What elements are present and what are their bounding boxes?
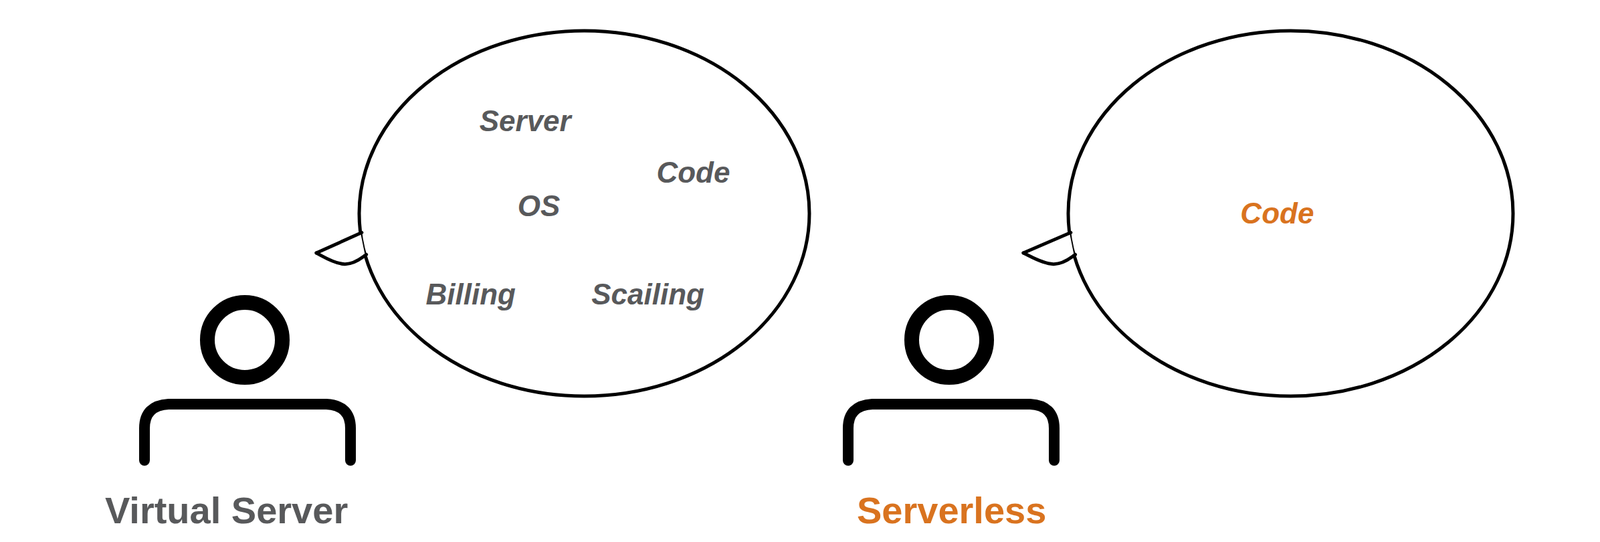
bubble-word: Server xyxy=(479,105,572,138)
person-figure xyxy=(144,302,351,461)
speech-bubble: Code xyxy=(1066,28,1516,398)
bubble-word: Code xyxy=(656,156,730,189)
bubble-tail-fill xyxy=(316,232,366,255)
caption-label: Virtual Server xyxy=(105,489,348,532)
bubble-outline xyxy=(357,28,812,398)
bubble-tail xyxy=(316,252,367,265)
bubble-ellipse xyxy=(359,30,810,396)
person-figure xyxy=(848,302,1055,461)
bubble-tail xyxy=(1023,232,1071,253)
bubble-tail xyxy=(316,232,362,253)
bubble-word: OS xyxy=(517,189,561,223)
bubble-ellipse xyxy=(1068,30,1514,396)
caption-label: Serverless xyxy=(856,489,1047,532)
bubble-word: Billing xyxy=(426,278,516,311)
bubble-word: Scailing xyxy=(591,278,705,311)
speech-bubble: ServerCodeOS Billing Scailing xyxy=(357,28,812,398)
bubble-word: Code xyxy=(1240,197,1314,230)
bubble-tail xyxy=(1023,252,1076,265)
bubble-tail-fill xyxy=(1023,232,1075,255)
